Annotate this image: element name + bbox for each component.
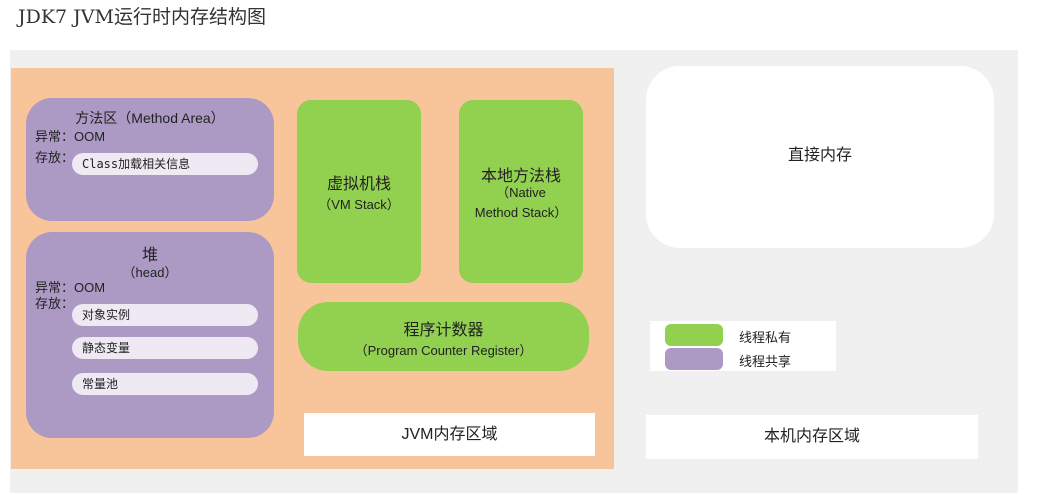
legend-label-thread-private: 线程私有 — [739, 330, 792, 345]
method-area-block: 方法区（Method Area） 异常：OOM 存放： Class加载相关信息 — [26, 98, 274, 221]
heap-exception: 异常：OOM — [35, 280, 106, 295]
vm-stack-subtitle: （VM Stack） — [318, 197, 400, 212]
legend-swatch-thread-shared — [665, 348, 723, 370]
pc-register-title: 程序计数器 — [403, 322, 484, 339]
method-area-stores-label: 存放： — [35, 150, 75, 165]
native-stack-subtitle-line1: （Native — [496, 185, 546, 200]
native-memory-region-label: 本机内存区域 — [646, 415, 978, 459]
method-area-title: 方法区（Method Area） — [75, 110, 225, 126]
program-counter-register-block: 程序计数器 （Program Counter Register） — [298, 302, 589, 371]
heap-title: 堆 — [141, 247, 158, 264]
legend-label-thread-shared: 线程共享 — [739, 354, 792, 369]
vm-stack-block: 虚拟机栈 （VM Stack） — [297, 100, 421, 283]
method-area-item: Class加载相关信息 — [72, 153, 258, 175]
page-title: JDK7 JVM运行时内存结构图 — [18, 6, 266, 28]
native-stack-subtitle-line2: Method Stack） — [474, 205, 568, 220]
jvm-region-label: JVM内存区域 — [304, 413, 595, 456]
legend-swatch-thread-private — [665, 324, 723, 346]
heap-stores-label: 存放： — [35, 296, 75, 311]
heap-item-constant-pool: 常量池 — [72, 373, 258, 395]
method-area-exception: 异常：OOM — [35, 129, 106, 144]
direct-memory-block: 直接内存 — [646, 66, 994, 248]
pc-register-subtitle: （Program Counter Register） — [354, 343, 533, 358]
native-stack-title: 本地方法栈 — [480, 168, 561, 185]
heap-subtitle: （head） — [122, 265, 178, 280]
vm-stack-title: 虚拟机栈 — [326, 176, 391, 193]
native-method-stack-block: 本地方法栈 （Native Method Stack） — [459, 100, 583, 283]
heap-block: 堆 （head） 异常：OOM 存放： 对象实例 静态变量 常量池 — [26, 232, 274, 438]
legend: 线程私有 线程共享 — [650, 321, 836, 371]
heap-item-static-variables: 静态变量 — [72, 337, 258, 359]
heap-item-object-instances: 对象实例 — [72, 304, 258, 326]
